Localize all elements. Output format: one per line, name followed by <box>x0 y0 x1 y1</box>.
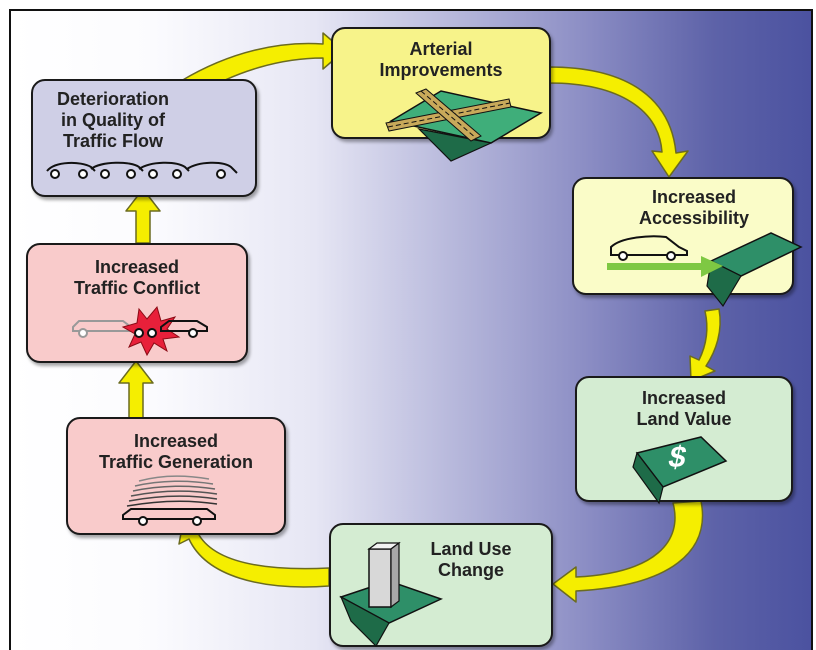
node-deterioration-traffic-flow: Deterioration in Quality of Traffic Flow <box>31 79 257 197</box>
arrow-accessibility-to-landvalue <box>689 308 721 382</box>
node-label-line2: Improvements <box>379 60 503 80</box>
node-increased-traffic-conflict: Increased Traffic Conflict <box>26 243 248 363</box>
arrow-generation-to-conflict <box>118 360 154 420</box>
node-land-use-change: Land Use Change <box>329 523 553 647</box>
node-label-line2: in Quality of <box>60 110 165 130</box>
node-label-line2: Traffic Generation <box>98 452 254 472</box>
node-label-line3: Traffic Flow <box>62 131 163 151</box>
node-label-line1: Increased <box>651 187 737 207</box>
node-label-line1: Increased <box>133 431 219 451</box>
node-increased-traffic-generation: Increased Traffic Generation <box>66 417 286 535</box>
node-label-line2: Accessibility <box>638 208 750 228</box>
node-arterial-improvements: Arterial Improvements <box>331 27 551 139</box>
node-label-line2: Land Value <box>636 409 732 429</box>
diagram-frame: Arterial Improvements Increased Accessib… <box>9 9 813 650</box>
arrow-conflict-to-deterioration <box>125 188 161 244</box>
node-label-line2: Traffic Conflict <box>73 278 200 298</box>
node-increased-accessibility: Increased Accessibility <box>572 177 794 295</box>
node-label-line1: Increased <box>641 388 727 408</box>
arrow-arterial-to-accessibility <box>548 66 689 178</box>
node-label-line1: Arterial <box>409 39 473 59</box>
node-increased-land-value: Increased Land Value <box>575 376 793 502</box>
arrow-landvalue-to-landuse <box>552 500 704 603</box>
node-label-line1: Land Use <box>430 539 512 559</box>
node-label-line2: Change <box>437 560 504 580</box>
node-label-line1: Deterioration <box>56 89 170 109</box>
node-label-line1: Increased <box>94 257 180 277</box>
